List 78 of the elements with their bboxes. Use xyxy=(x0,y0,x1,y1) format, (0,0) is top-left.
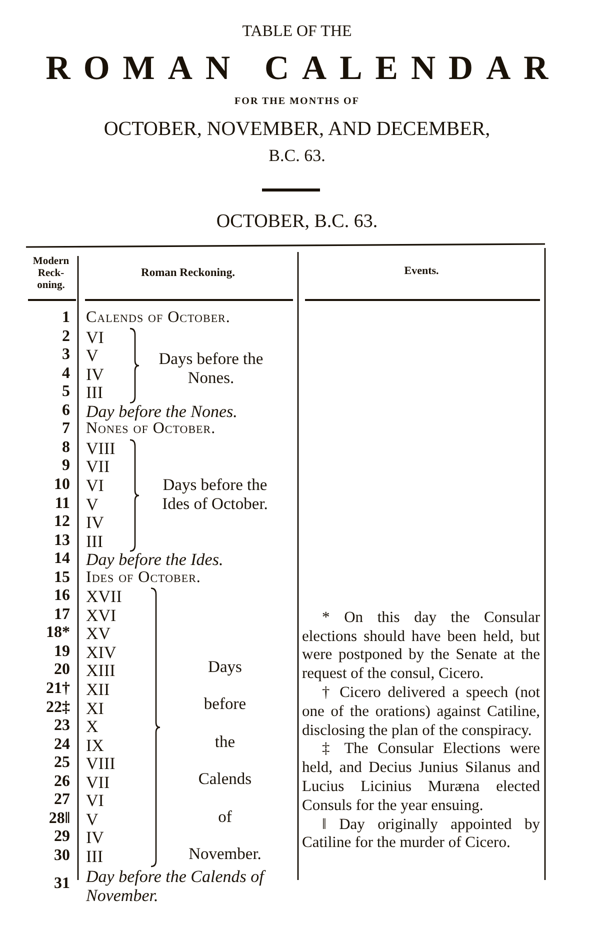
day-number: 22‡ xyxy=(45,700,70,716)
day-number: 26 xyxy=(53,774,70,790)
roman-numeral: VI xyxy=(86,328,104,346)
roman-numeral: V xyxy=(86,347,98,364)
roman-numeral: V xyxy=(86,810,98,828)
roman-numeral: XVI xyxy=(86,606,116,624)
day-number: 4 xyxy=(61,366,70,382)
group-label: Days before the Nones. xyxy=(158,349,264,388)
column-header: Roman Reckoning. xyxy=(140,268,236,280)
day-number: 9 xyxy=(61,458,70,474)
day-number: 16 xyxy=(53,588,70,604)
day-number: 28‖ xyxy=(48,810,70,827)
title-line: FOR THE MONTHS OF xyxy=(234,97,360,107)
day-number: 3 xyxy=(61,347,70,364)
footnote: † Cicero delivered a speech (not one of the orations) against Catiline, disclosing the plan of the conspiracy. xyxy=(302,684,540,740)
roman-numeral: XIII xyxy=(86,662,116,680)
calendar-entry: Calends of October. xyxy=(86,310,230,326)
day-number: 21† xyxy=(45,681,70,697)
day-number: 18* xyxy=(45,625,70,642)
roman-numeral: XV xyxy=(86,625,111,642)
roman-numeral: V xyxy=(86,496,98,512)
day-number: 20 xyxy=(53,662,70,678)
day-number: 24 xyxy=(53,736,70,753)
roman-numeral: IX xyxy=(86,736,104,754)
day-number: 23 xyxy=(53,718,70,734)
day-number: 7 xyxy=(61,421,70,438)
month-heading: OCTOBER, B.C. 63. xyxy=(216,212,378,231)
roman-numeral: IV xyxy=(86,514,104,532)
day-number: 8 xyxy=(61,440,70,456)
roman-numeral: X xyxy=(86,718,98,736)
column-header: Events. xyxy=(403,266,440,277)
day-number: 15 xyxy=(53,570,70,586)
group-label: Days before the Calends of November. xyxy=(188,656,262,866)
calendar-entry: Nones of October. xyxy=(86,421,216,438)
day-number: 19 xyxy=(53,644,70,660)
roman-numeral: VII xyxy=(86,458,110,476)
calendar-entry: Ides of October. xyxy=(86,570,201,586)
day-number: 11 xyxy=(54,496,70,512)
footnote: ‖ Day originally appointed by Catiline for the murder of Cicero. xyxy=(302,816,540,854)
day-number: 14 xyxy=(53,551,70,568)
roman-numeral: III xyxy=(86,532,103,550)
roman-numeral: III xyxy=(86,848,103,865)
calendar-entry: Day before the Ides. xyxy=(86,551,224,568)
title-line: OCTOBER, NOVEMBER, AND DECEMBER, xyxy=(104,119,490,139)
day-number: 1 xyxy=(61,310,70,326)
roman-numeral: VIII xyxy=(86,755,116,772)
day-number: 6 xyxy=(61,402,70,419)
day-number: 29 xyxy=(53,829,70,846)
roman-numeral: VI xyxy=(86,476,104,494)
day-number: 13 xyxy=(53,532,70,549)
roman-numeral: VI xyxy=(86,792,104,810)
footnote: * On this day the Consular elections should have been held, but were postponed by the Senate at the request of the consul, Cicero. xyxy=(302,608,540,684)
roman-numeral: III xyxy=(86,384,103,402)
group-label: Days before the Ides of October. xyxy=(161,474,269,513)
day-number: 2 xyxy=(61,328,70,345)
day-number: 10 xyxy=(53,476,70,493)
day-number: 12 xyxy=(53,514,70,530)
roman-numeral: VIII xyxy=(86,440,116,457)
day-number: 31 xyxy=(53,876,70,892)
day-number: 25 xyxy=(53,755,70,772)
roman-numeral: XVII xyxy=(86,588,122,606)
title-heading: ROMAN CALENDAR xyxy=(44,52,562,86)
title-line: TABLE OF THE xyxy=(242,24,352,40)
day-number: 17 xyxy=(53,606,70,623)
title-line: B.C. 63. xyxy=(268,147,326,164)
day-number: 30 xyxy=(53,848,70,864)
day-number: 27 xyxy=(53,792,70,808)
footnote: ‡ The Consular Elections were held, and Decius Junius Silanus and Lucius Licinius Muræna elected Consuls for the year ensuing. xyxy=(302,740,540,816)
roman-numeral: XIV xyxy=(86,644,116,661)
roman-numeral: XII xyxy=(86,681,110,698)
roman-numeral: IV xyxy=(86,366,104,383)
roman-numeral: VII xyxy=(86,774,110,791)
roman-numeral: XI xyxy=(86,700,104,717)
calendar-entry: Day before the Calends of November. xyxy=(86,866,267,904)
roman-numeral: IV xyxy=(86,829,104,846)
day-number: 5 xyxy=(61,384,70,400)
calendar-entry: Day before the Nones. xyxy=(86,402,238,420)
column-header: Modern Reck- oning. xyxy=(32,256,70,292)
